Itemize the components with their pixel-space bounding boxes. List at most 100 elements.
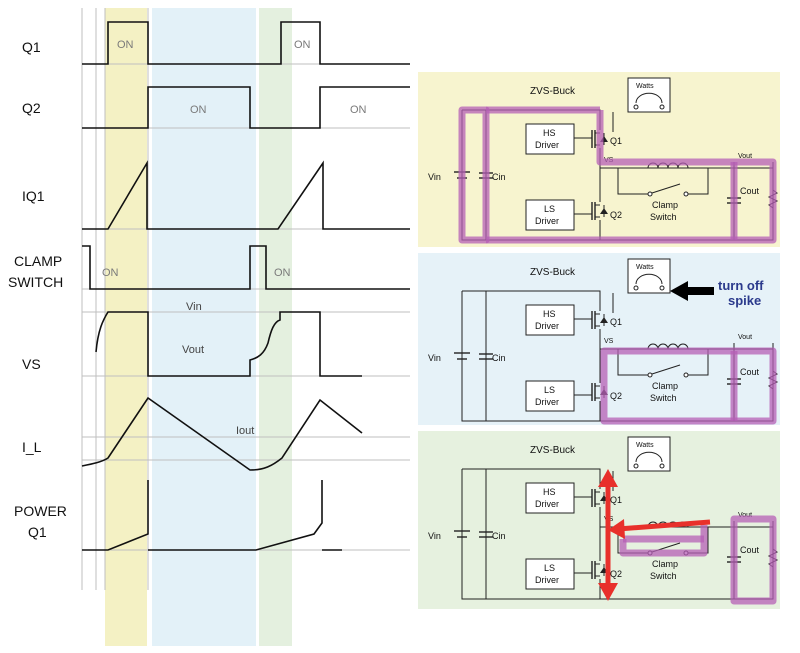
label-power-line1: POWER <box>14 503 67 519</box>
arrow-head-up <box>598 469 618 487</box>
q2-on-label-1: ON <box>190 104 207 116</box>
q2-on-label-2: ON <box>350 104 367 116</box>
circuit-wire <box>462 290 601 311</box>
label-vs: VS <box>22 356 41 372</box>
clamp-on-label-2: ON <box>274 267 291 279</box>
phase-band-1 <box>105 8 147 646</box>
cin-label: Cin <box>492 531 506 541</box>
q1-mosfet-icon <box>591 311 608 329</box>
callout-line2: spike <box>728 293 761 308</box>
iout-annotation: Iout <box>236 425 254 437</box>
watts-meter-dial-icon <box>635 451 663 463</box>
clamp-label-line1: Clamp <box>652 559 678 569</box>
vin-label: Vin <box>428 353 441 363</box>
phase-band-2 <box>152 8 256 646</box>
label-q1: Q1 <box>22 39 41 55</box>
waveform-annotations: ON ON ON ON ON ON Vin Vout Iout <box>102 39 367 437</box>
cin-label: Cin <box>492 353 506 363</box>
circuit-title: ZVS-Buck <box>530 267 576 278</box>
clamp-label-line2: Switch <box>650 393 677 403</box>
clamp-label-line1: Clamp <box>652 200 678 210</box>
watts-label: Watts <box>636 83 654 90</box>
clamp-switch-icon <box>647 364 689 378</box>
vin-annotation: Vin <box>186 301 202 313</box>
ls-driver-box <box>525 199 575 231</box>
q2-mosfet-icon <box>591 202 608 220</box>
current-arrows <box>598 469 711 601</box>
vout-label: Vout <box>738 153 752 160</box>
vout-label: Vout <box>738 334 752 341</box>
clamp-on-label-1: ON <box>102 267 119 279</box>
vin-battery-icon <box>454 352 470 360</box>
ls-driver-label-line1: LS <box>544 563 555 573</box>
signal-labels: Q1 Q2 IQ1 CLAMP SWITCH VS I_L POWER Q1 <box>8 39 67 540</box>
watts-label: Watts <box>636 442 654 449</box>
label-clamp-line1: CLAMP <box>14 253 62 269</box>
ls-driver-label-line1: LS <box>544 204 555 214</box>
arrow-head-down <box>598 583 618 601</box>
phase-band-3 <box>259 8 292 646</box>
hs-driver-label-line1: HS <box>543 487 556 497</box>
waveforms <box>81 21 410 551</box>
cin-capacitor-icon <box>479 353 493 360</box>
q1-label: Q1 <box>610 317 622 327</box>
cout-label: Cout <box>740 367 760 377</box>
ls-driver-label-line1: LS <box>544 385 555 395</box>
vin-battery-icon <box>454 530 470 538</box>
hs-driver-label-line2: Driver <box>535 321 559 331</box>
watts-meter-dial-icon <box>635 273 663 285</box>
panel-1-highlight <box>458 106 777 244</box>
arrow-shaft-horizontal <box>617 519 711 532</box>
vs-label: VS <box>604 338 614 345</box>
vout-annotation: Vout <box>182 344 204 356</box>
clamp-label-line2: Switch <box>650 571 677 581</box>
callout-arrow <box>670 281 714 301</box>
clamp-switch-icon <box>647 183 689 197</box>
q2-label: Q2 <box>610 391 622 401</box>
cin-capacitor-icon <box>479 531 493 538</box>
hs-driver-box <box>525 304 575 336</box>
wave-power <box>82 480 342 551</box>
label-il: I_L <box>22 439 42 455</box>
wave-q1 <box>82 21 410 65</box>
label-q2: Q2 <box>22 100 41 116</box>
watts-meter-dial-icon <box>635 92 663 104</box>
circuit-title: ZVS-Buck <box>530 445 576 456</box>
cout-label: Cout <box>740 186 760 196</box>
clamp-label-line2: Switch <box>650 212 677 222</box>
label-iq1: IQ1 <box>22 188 45 204</box>
q1-label: Q1 <box>610 136 622 146</box>
watts-label: Watts <box>636 264 654 271</box>
hs-driver-label-line2: Driver <box>535 140 559 150</box>
cout-label: Cout <box>740 545 760 555</box>
q2-mosfet-icon <box>591 561 608 579</box>
q1-label: Q1 <box>610 495 622 505</box>
label-clamp-line2: SWITCH <box>8 274 63 290</box>
hs-driver-box <box>525 482 575 514</box>
arrow-head-left <box>608 519 625 539</box>
circuit-wire <box>688 349 709 376</box>
vin-label: Vin <box>428 172 441 182</box>
circuit-title: ZVS-Buck <box>530 86 576 97</box>
circuit-wire <box>462 468 601 489</box>
circuit-wire <box>688 168 709 195</box>
cin-label: Cin <box>492 172 506 182</box>
q1-on-label-1: ON <box>117 39 134 51</box>
label-power-line2: Q1 <box>28 524 47 540</box>
callout-line1: turn off <box>718 278 764 293</box>
wave-iq1 <box>82 160 410 230</box>
hs-driver-label-line2: Driver <box>535 499 559 509</box>
hs-driver-label-line1: HS <box>543 309 556 319</box>
ls-driver-label-line2: Driver <box>535 216 559 226</box>
wave-vs <box>95 311 362 377</box>
panel-3-background <box>418 431 780 609</box>
vin-label: Vin <box>428 531 441 541</box>
phase-bands <box>105 8 292 646</box>
wave-q2 <box>82 86 410 129</box>
ls-driver-label-line2: Driver <box>535 575 559 585</box>
ls-driver-box <box>525 380 575 412</box>
